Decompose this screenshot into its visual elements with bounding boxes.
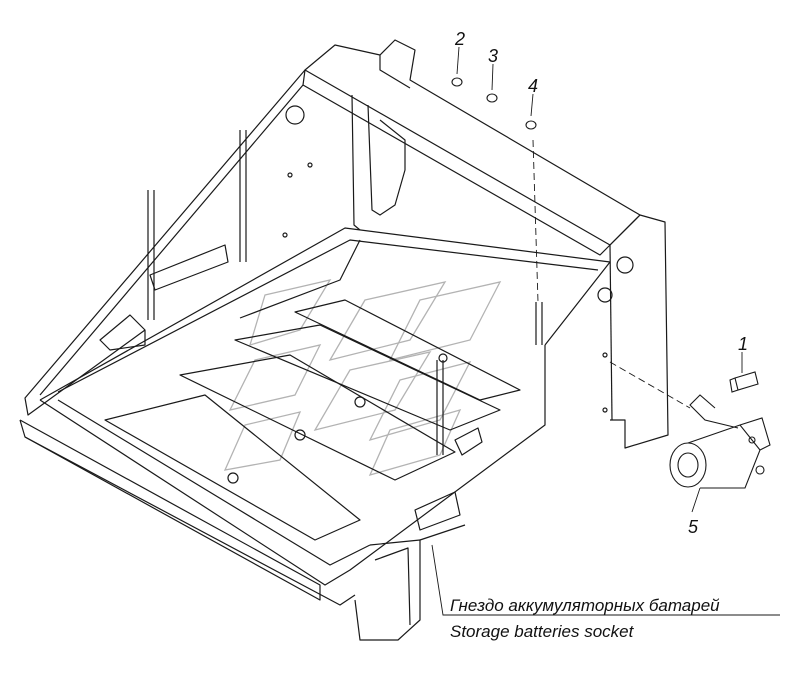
callout-5: 5 [688, 517, 699, 537]
callout-1: 1 [738, 334, 748, 354]
nut-part-2 [451, 77, 463, 87]
callout-4: 4 [528, 76, 538, 96]
caption-russian: Гнездо аккумуляторных батарей [450, 596, 720, 615]
callout-3: 3 [488, 46, 498, 66]
leader-lines [431, 46, 780, 616]
battery-frame [19, 39, 669, 641]
washer-part-4 [525, 120, 537, 130]
nut-part-3 [486, 93, 498, 103]
relay-part-5 [669, 394, 771, 489]
bolt-part-1 [729, 371, 759, 393]
hardware-parts [451, 77, 771, 489]
watermark-logo [223, 279, 502, 477]
callout-2: 2 [454, 29, 465, 49]
caption-english: Storage batteries socket [450, 622, 635, 641]
